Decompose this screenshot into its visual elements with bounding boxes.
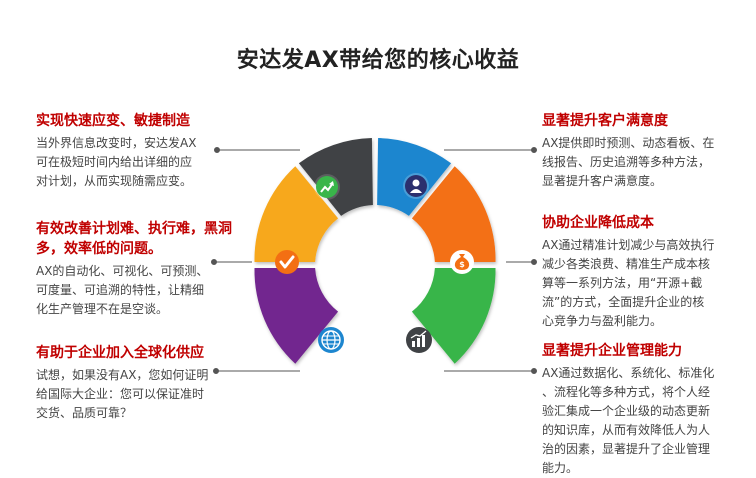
segment-purple xyxy=(254,268,339,364)
body-line: 可度量、可追溯的特性，让精细 xyxy=(36,283,205,297)
body-line: 当外界信息改变时，安达发AX xyxy=(36,136,197,150)
benefit-body-global: 试想，如果没有AX，您如何证明 给国际大企业：您可以保证准时 交货、品质可靠？ xyxy=(36,366,220,423)
body-line: 化生产管理不在是空谈。 xyxy=(36,302,169,316)
benefit-body-satisfaction: AX提供即时预测、动态看板、在 线报告、历史追溯等多种方法， 显著提升客户满意度… xyxy=(542,134,720,191)
benefit-block-satisfaction: 显著提升客户满意度 AX提供即时预测、动态看板、在 线报告、历史追溯等多种方法，… xyxy=(542,111,720,191)
connector-dot xyxy=(531,259,537,265)
benefit-heading-global: 有助于企业加入全球化供应 xyxy=(36,345,204,361)
benefit-block-global: 有助于企业加入全球化供应 试想，如果没有AX，您如何证明 给国际大企业：您可以保… xyxy=(36,343,220,423)
body-line: 试想，如果没有AX，您如何证明 xyxy=(36,368,209,382)
benefit-heading-cost: 协助企业降低成本 xyxy=(542,215,654,231)
connector-dot xyxy=(214,147,220,153)
heading-line: 多，效率低的问题。 xyxy=(36,241,162,257)
globe-icon xyxy=(318,327,344,353)
page-title: 安达发AX带给您的核心收益 xyxy=(236,48,520,73)
benefit-body-management: AX通过数据化、系统化、标准化 、流程化等多种方式，将个人经 验汇集成一个企业级… xyxy=(542,364,720,478)
bar-chart-icon xyxy=(406,327,432,353)
body-line: 心竞争力与盈利能力。 xyxy=(542,314,663,328)
benefit-heading-management: 显著提升企业管理能力 xyxy=(542,343,682,359)
body-line: 算等一系列方法，用“开源+截 xyxy=(542,276,703,290)
benefit-heading-agile: 实现快速应变、敏捷制造 xyxy=(36,113,190,129)
benefit-body-cost: AX通过精准计划减少与高效执行 减少各类浪费、精准生产成本核 算等一系列方法，用… xyxy=(542,236,720,331)
benefit-block-agile: 实现快速应变、敏捷制造 当外界信息改变时，安达发AX 可在极短时间内给出详细的应… xyxy=(36,111,214,191)
segment-orange xyxy=(411,166,496,262)
connector-dot xyxy=(211,259,217,265)
body-line: 的知识库，从而有效降低人为人 xyxy=(542,423,711,437)
connector-dot xyxy=(213,368,219,374)
body-line: 验汇集成一个企业级的动态更新 xyxy=(542,404,711,418)
body-line: 交货、品质可靠？ xyxy=(36,406,133,420)
body-line: 治的因素，显著提升了企业管理 xyxy=(542,442,711,456)
heading-line: 有效改善计划难、执行难，黑洞 xyxy=(36,221,232,237)
benefit-block-planning: 有效改善计划难、执行难，黑洞 多，效率低的问题。 AX的自动化、可视化、可预测、… xyxy=(36,219,248,319)
body-line: 流”的方式，全面提升企业的核 xyxy=(542,295,705,309)
checkmark-icon xyxy=(275,250,299,274)
body-line: AX通过数据化、系统化、标准化 xyxy=(542,366,715,380)
segment-dark-gray xyxy=(298,138,373,216)
segment-yellow xyxy=(254,166,339,262)
benefit-body-agile: 当外界信息改变时，安达发AX 可在极短时间内给出详细的应 对计划，从而实现随需应… xyxy=(36,134,214,191)
money-bag-icon: $ xyxy=(450,250,474,274)
body-line: AX的自动化、可视化、可预测、 xyxy=(36,264,209,278)
benefit-body-planning: AX的自动化、可视化、可预测、 可度量、可追溯的特性，让精细 化生产管理不在是空… xyxy=(36,262,248,319)
body-line: 、流程化等多种方式，将个人经 xyxy=(542,385,711,399)
benefit-heading-planning: 有效改善计划难、执行难，黑洞 多，效率低的问题。 xyxy=(36,219,248,259)
svg-text:$: $ xyxy=(459,260,465,269)
benefit-heading-satisfaction: 显著提升客户满意度 xyxy=(542,113,668,129)
benefit-block-cost: 协助企业降低成本 AX通过精准计划减少与高效执行 减少各类浪费、精准生产成本核 … xyxy=(542,213,720,331)
connector-dot xyxy=(531,147,537,153)
body-line: 显著提升客户满意度。 xyxy=(542,174,663,188)
trend-up-icon xyxy=(314,174,340,200)
body-line: 对计划，从而实现随需应变。 xyxy=(36,174,193,188)
body-line: AX提供即时预测、动态看板、在 xyxy=(542,136,715,150)
segment-green xyxy=(411,268,496,364)
connector-dot xyxy=(531,368,537,374)
benefit-block-management: 显著提升企业管理能力 AX通过数据化、系统化、标准化 、流程化等多种方式，将个人… xyxy=(542,341,720,478)
body-line: AX通过精准计划减少与高效执行 xyxy=(542,238,715,252)
body-line: 减少各类浪费、精准生产成本核 xyxy=(542,257,711,271)
customer-icon xyxy=(403,173,429,199)
body-line: 可在极短时间内给出详细的应 xyxy=(36,155,193,169)
body-line: 线报告、历史追溯等多种方法， xyxy=(542,155,711,169)
body-line: 给国际大企业：您可以保证准时 xyxy=(36,387,205,401)
